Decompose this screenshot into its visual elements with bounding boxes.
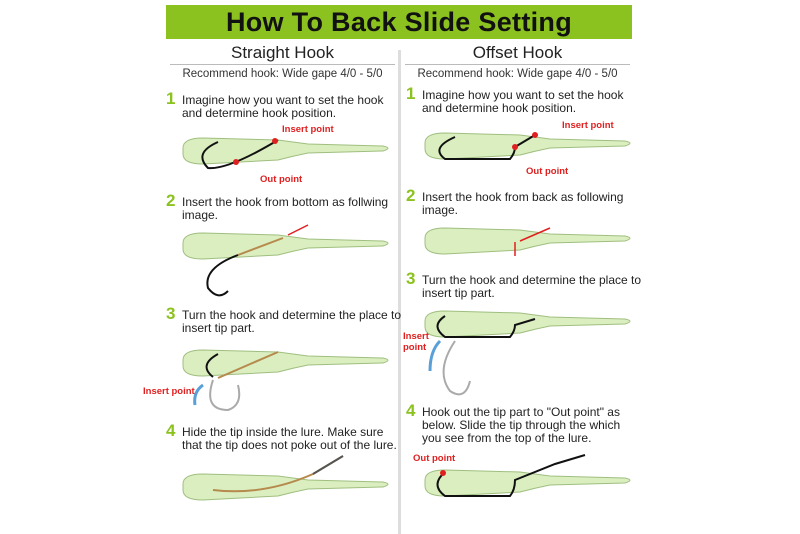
- step-text: Imagine how you want to set the hook and…: [182, 93, 384, 120]
- step-number: 1: [166, 89, 176, 108]
- step-3: 3 Turn the hook and determine the place t…: [166, 305, 402, 335]
- lure-illustration: [424, 132, 631, 160]
- step-3: 3 Turn the hook and determine the place t…: [406, 270, 642, 300]
- step-number: 3: [166, 304, 176, 323]
- step-number: 1: [406, 84, 416, 103]
- lure-illustration: [424, 310, 631, 396]
- title-banner: How To Back Slide Setting: [166, 5, 632, 39]
- recommend-hook-text: Recommend hook: Wide gape 4/0 - 5/0: [417, 68, 618, 80]
- straight-hook-heading: Straight Hook: [231, 43, 334, 62]
- out-point-label: Out point: [413, 453, 456, 464]
- out-point-label: Out point: [526, 166, 569, 177]
- step-text: Hide the tip inside the lure. Make sure …: [182, 425, 397, 452]
- insert-point-label: Insert point: [282, 124, 334, 135]
- step-number: 3: [406, 269, 416, 288]
- step-4: 4 Hook out the tip part to "Out point" as…: [406, 402, 642, 445]
- step-4: 4 Hide the tip inside the lure. Make sure…: [166, 422, 402, 452]
- step-2: 2 Insert the hook from back as following …: [406, 187, 642, 217]
- heading-rule: [170, 64, 395, 65]
- step-text: Insert the hook from bottom as follwing …: [182, 195, 389, 222]
- step-text: Turn the hook and determine the place to…: [182, 308, 402, 335]
- lure-illustration: [182, 224, 389, 297]
- insert-point-label: Insert point: [143, 386, 195, 397]
- offset-hook-heading: Offset Hook: [472, 43, 563, 62]
- step-number: 4: [166, 421, 176, 440]
- step-text: Turn the hook and determine the place to…: [422, 273, 642, 300]
- insert-point-label: Insert point: [562, 120, 614, 131]
- lure-illustration: [424, 227, 631, 256]
- step-1: 1 Imagine how you want to set the hook an…: [166, 90, 402, 120]
- step-number: 2: [166, 191, 176, 210]
- out-point-label: Out point: [260, 174, 303, 185]
- lure-illustration: [182, 137, 389, 170]
- recommend-hook-text: Recommend hook: Wide gape 4/0 - 5/0: [182, 68, 383, 80]
- lure-illustration: [424, 454, 631, 497]
- step-2: 2 Insert the hook from bottom as follwing…: [166, 192, 402, 222]
- step-text: Insert the hook from back as following i…: [422, 190, 624, 217]
- step-1: 1 Imagine how you want to set the hook an…: [406, 85, 642, 115]
- step-text: Imagine how you want to set the hook and…: [422, 88, 624, 115]
- step-number: 2: [406, 186, 416, 205]
- column-divider: [398, 50, 401, 534]
- insert-point-label: Insert point: [403, 331, 429, 353]
- lure-illustration: [182, 349, 389, 412]
- heading-rule: [405, 64, 630, 65]
- step-text: Hook out the tip part to "Out point" as …: [422, 405, 621, 445]
- step-number: 4: [406, 401, 416, 420]
- lure-illustration: [182, 455, 389, 501]
